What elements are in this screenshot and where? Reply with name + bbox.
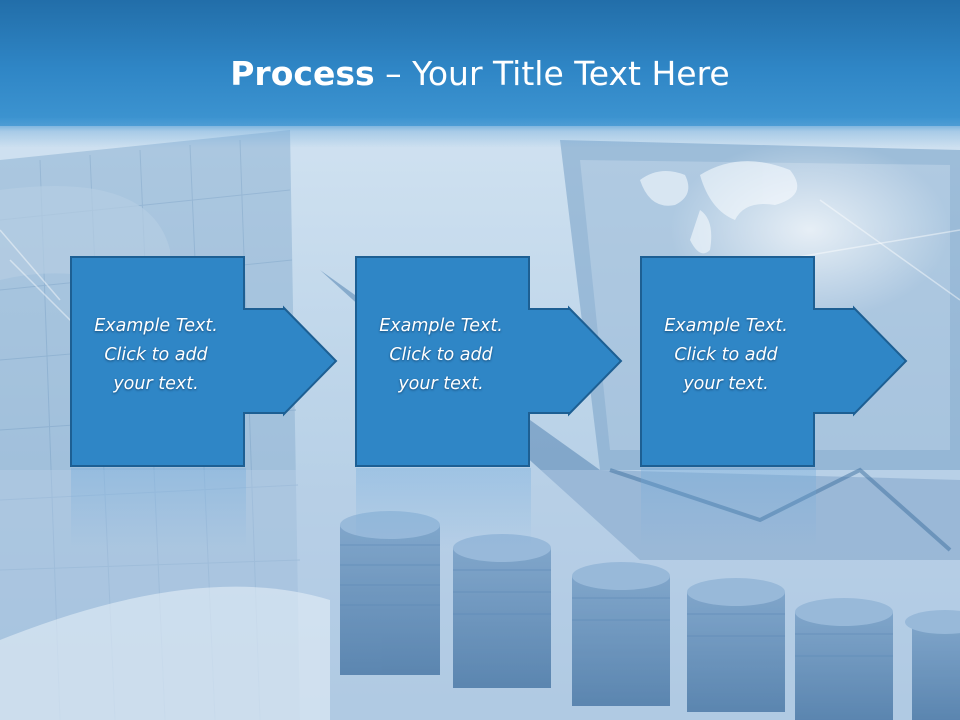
process-step-3[interactable]: Example Text. Click to add your text. [640,256,910,468]
arrow-shape [70,256,338,467]
step-reflection [356,468,531,548]
title-bar [0,0,960,126]
title-bar-fade [0,118,960,148]
step-reflection [641,468,816,548]
process-step-2[interactable]: Example Text. Click to add your text. [355,256,625,468]
step-text[interactable]: Example Text. Click to add your text. [94,316,218,394]
process-step-1[interactable]: Example Text. Click to add your text. [70,256,340,468]
step-text[interactable]: Example Text. Click to add your text. [379,316,503,394]
step-reflection [71,468,246,548]
slide-title[interactable]: Process – Your Title Text Here [0,52,960,96]
slide-title-bold: Process [230,54,375,93]
arrow-shape [640,256,908,467]
step-text[interactable]: Example Text. Click to add your text. [664,316,788,394]
arrow-shape [355,256,623,467]
slide-title-rest: – Your Title Text Here [374,54,730,93]
